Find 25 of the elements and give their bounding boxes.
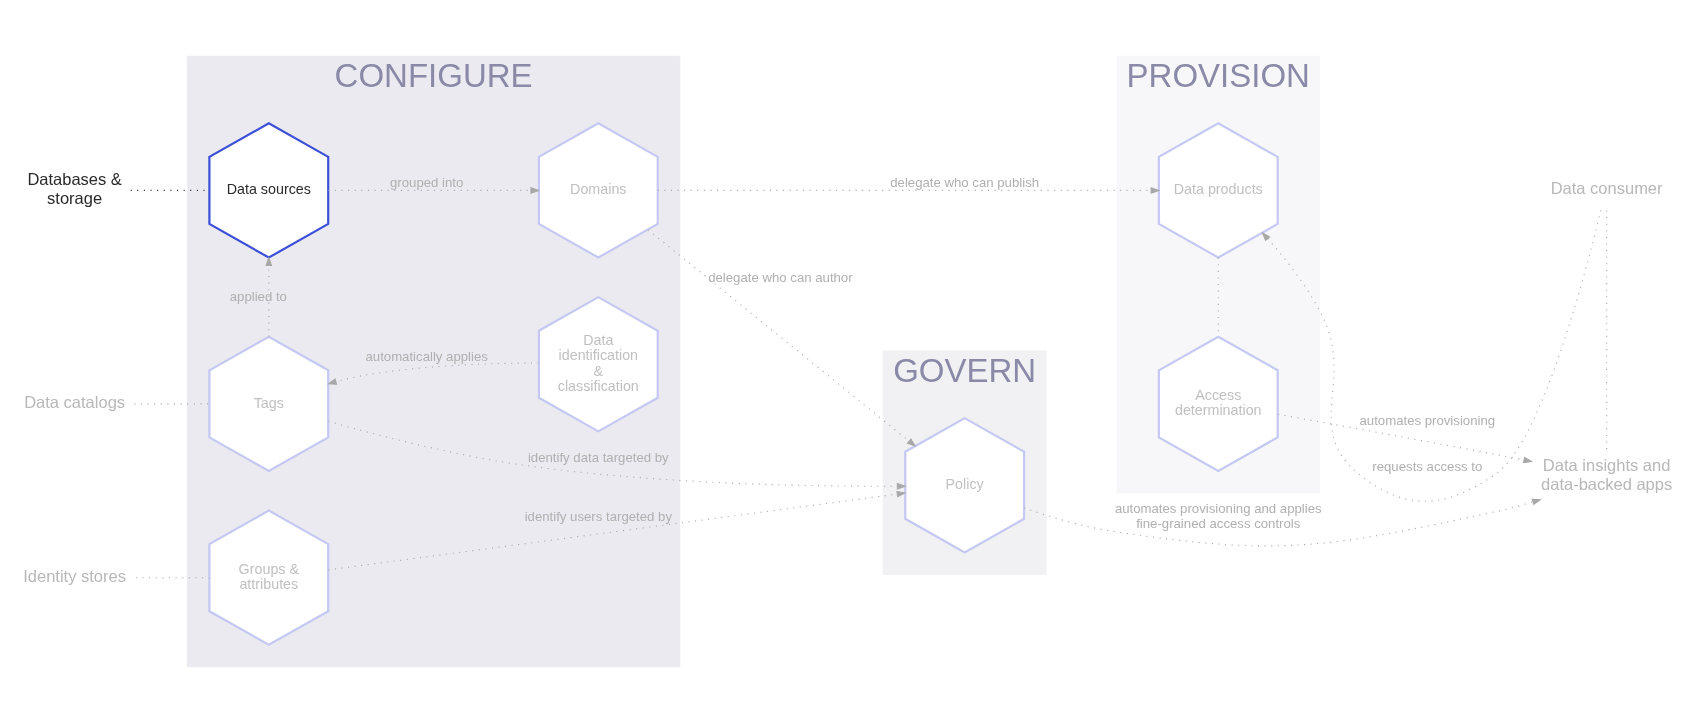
arrow (264, 255, 272, 337)
arrow (1260, 209, 1601, 502)
edge-label: identify data targeted by (527, 449, 669, 465)
edge-label: automates provisioning and applies fine-grained access controls (1114, 500, 1322, 531)
arrow (326, 362, 539, 385)
arrow (327, 186, 540, 194)
arrow (327, 490, 907, 570)
arrow (1277, 413, 1533, 463)
edge-label: grouped into (389, 174, 463, 190)
edge-label: applied to (229, 288, 287, 304)
node-text: Identity stores (22, 566, 126, 585)
edge-label: automatically applies (364, 348, 488, 364)
edge-label: delegate who can author (707, 269, 853, 285)
arrow (327, 420, 907, 490)
edge-label: automates provisioning (1358, 412, 1495, 428)
edge-label: delegate who can publish (889, 174, 1039, 190)
node-text: Data catalogs (23, 392, 125, 411)
node-text: Data insights and data-backed apps (1540, 455, 1672, 493)
edge-label: requests access to (1371, 458, 1482, 474)
arrow (1023, 498, 1542, 546)
arrow (647, 228, 916, 447)
edge-label: identify users targeted by (524, 508, 672, 524)
node-text: Databases & storage (26, 169, 122, 207)
node-text: Data consumer (1550, 178, 1663, 197)
arrow (656, 186, 1160, 194)
